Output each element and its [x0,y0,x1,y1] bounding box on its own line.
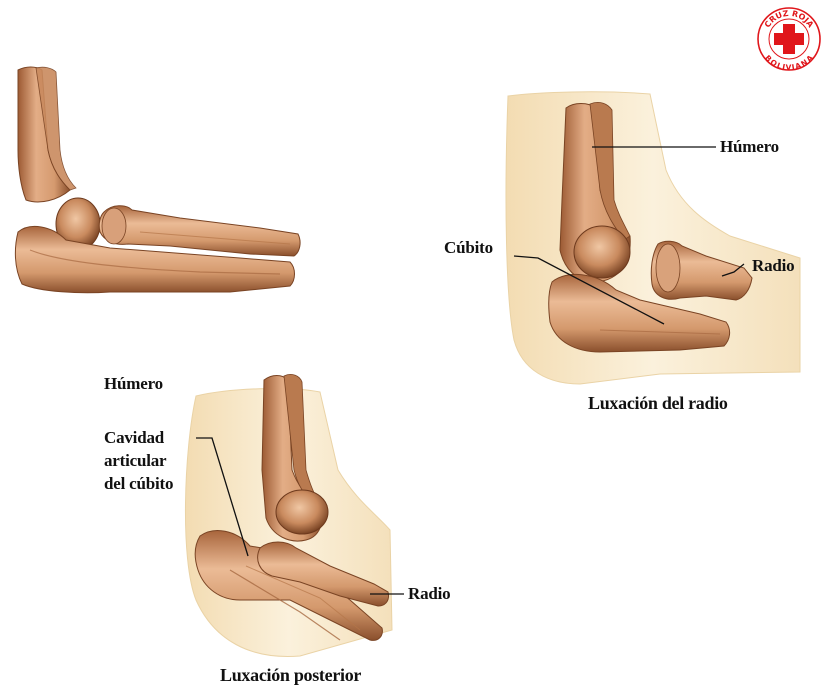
label-cavidad-line-3: del cúbito [104,474,173,493]
label-cavidad-articular-del-cubito: Cavidad articular del cúbito [104,426,214,495]
caption-luxacion-del-radio: Luxación del radio [588,392,728,414]
label-radio-radius-figure: Radio [752,256,794,276]
radius-bone [99,206,300,256]
label-cavidad-line-2: articular [104,451,166,470]
cruz-roja-boliviana-logo: CRUZ ROJA BOLIVIANA [756,6,822,72]
radius-dislocation-figure [506,92,800,384]
label-cavidad-line-1: Cavidad [104,428,164,447]
posterior-dislocation-figure [185,374,404,656]
normal-elbow-figure [15,67,300,293]
label-humero-radius-figure: Húmero [720,137,779,157]
label-humero-posterior-figure: Húmero [104,374,163,394]
caption-luxacion-posterior: Luxación posterior [220,664,361,686]
label-radio-posterior-figure: Radio [408,584,450,604]
label-cubito-radius-figure: Cúbito [444,238,493,258]
